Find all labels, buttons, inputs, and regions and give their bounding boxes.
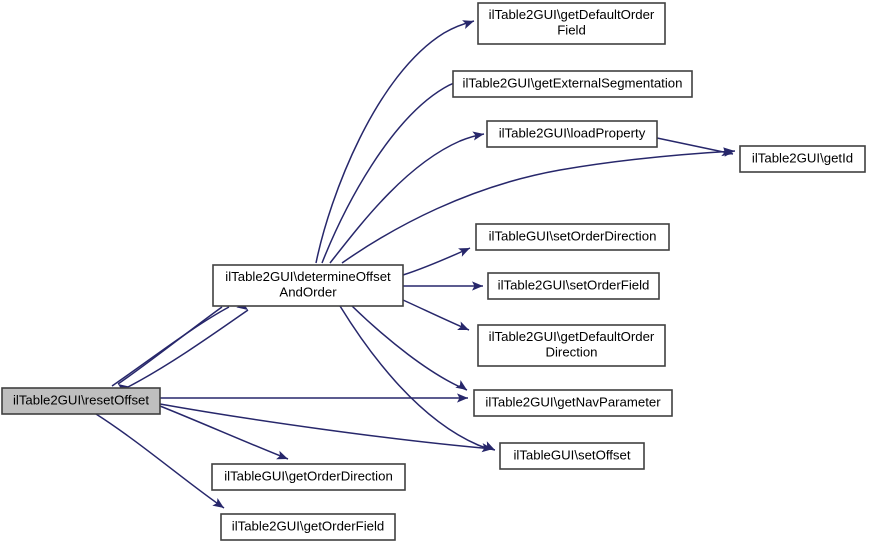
call-edge [95, 413, 225, 509]
node-label: Direction [545, 345, 597, 360]
call-edge [402, 299, 470, 331]
graph-node-getExternalSegmentation[interactable]: ilTable2GUI\getExternalSegmentation [452, 70, 693, 98]
graph-node-setOrderDirection[interactable]: ilTableGUI\setOrderDirection [475, 223, 670, 251]
call-edge [351, 305, 468, 391]
node-label: ilTableGUI\setOffset [513, 447, 630, 462]
call-edge [339, 305, 496, 451]
graph-node-getOrderDirection[interactable]: ilTableGUI\getOrderDirection [211, 463, 406, 491]
node-box[interactable] [739, 145, 866, 173]
graph-node-setOrderField[interactable]: ilTable2GUI\setOrderField [487, 272, 660, 300]
call-edge [656, 137, 734, 157]
node-label: ilTableGUI\getOrderDirection [224, 468, 393, 483]
node-box[interactable] [452, 70, 693, 98]
node-label: ilTable2GUI\getId [752, 150, 853, 165]
node-box[interactable] [212, 264, 404, 307]
call-edge [159, 403, 494, 453]
node-box[interactable] [211, 463, 406, 491]
call-edge [160, 393, 468, 403]
graph-node-setOffset[interactable]: ilTableGUI\setOffset [499, 442, 645, 470]
node-label: ilTable2GUI\setOrderField [498, 277, 650, 292]
call-edge [127, 299, 249, 388]
call-edge [315, 20, 475, 264]
node-label: ilTable2GUI\getDefaultOrder [489, 7, 655, 22]
call-edge [329, 131, 485, 264]
graph-node-getNavParameter[interactable]: ilTable2GUI\getNavParameter [473, 389, 673, 417]
node-label: ilTableGUI\setOrderDirection [489, 228, 657, 243]
node-box[interactable] [1, 387, 161, 415]
node-box[interactable] [477, 324, 666, 367]
call-edge [159, 405, 289, 460]
node-label: ilTable2GUI\determineOffset [225, 269, 391, 284]
call-edge [402, 247, 471, 276]
graph-node-loadProperty[interactable]: ilTable2GUI\loadProperty [486, 120, 658, 148]
call-edge [403, 281, 483, 291]
node-box[interactable] [477, 2, 666, 45]
graph-node-resetOffset[interactable]: ilTable2GUI\resetOffset [1, 387, 161, 415]
node-label: ilTable2GUI\getDefaultOrder [489, 329, 655, 344]
node-label: ilTable2GUI\getNavParameter [485, 394, 661, 409]
node-box[interactable] [486, 120, 658, 148]
graph-node-getOrderField[interactable]: ilTable2GUI\getOrderField [220, 513, 396, 541]
call-edge [321, 78, 467, 264]
node-label: AndOrder [279, 285, 337, 300]
node-box[interactable] [487, 272, 660, 300]
graph-node-getId[interactable]: ilTable2GUI\getId [739, 145, 866, 173]
node-box[interactable] [473, 389, 673, 417]
call-edge [111, 296, 230, 387]
node-box[interactable] [220, 513, 396, 541]
node-label: ilTable2GUI\loadProperty [499, 125, 646, 140]
node-label: ilTable2GUI\resetOffset [13, 392, 149, 407]
node-label: Field [557, 23, 586, 38]
node-box[interactable] [475, 223, 670, 251]
node-label: ilTable2GUI\getExternalSegmentation [463, 75, 683, 90]
node-label: ilTable2GUI\getOrderField [232, 518, 384, 533]
node-box[interactable] [499, 442, 645, 470]
